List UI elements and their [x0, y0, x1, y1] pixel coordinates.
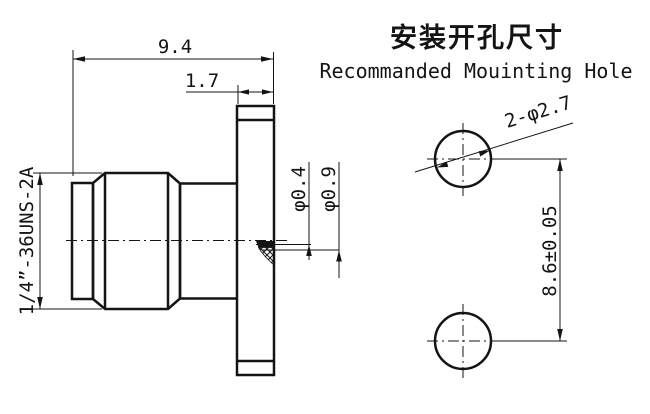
title-english: Recommanded Mouinting Hole — [319, 59, 632, 83]
flange-outline — [235, 104, 276, 377]
arrowhead — [261, 56, 273, 62]
arrowhead — [478, 150, 490, 157]
arrowhead — [262, 89, 273, 95]
seal-band-section — [256, 241, 274, 248]
arrowhead — [37, 173, 43, 185]
dim-inner-hole: φ0.4 — [288, 166, 310, 212]
dim-overall-length: 9.4 — [158, 36, 192, 58]
side-view-dimensions — [33, 50, 342, 310]
thread-spec-label: 1/4”-36UNS-2A — [16, 166, 38, 315]
mounting-hole-view — [414, 122, 574, 379]
arrowhead — [557, 329, 563, 341]
arrowhead — [238, 89, 249, 95]
seal-hatch-section — [257, 247, 275, 266]
arrowhead — [557, 159, 563, 171]
dim-hole-spacing: 8.6±0.05 — [539, 205, 561, 297]
leader-hole-callout — [414, 122, 574, 173]
connector-side-view — [70, 104, 276, 377]
arrowhead — [336, 250, 342, 262]
dim-hole-callout: 2-φ2.7 — [502, 92, 574, 133]
arrowhead — [306, 244, 312, 256]
title-chinese: 安装开孔尺寸 — [390, 23, 564, 54]
dim-flange-thickness: 1.7 — [185, 70, 219, 92]
arrowhead — [437, 161, 449, 168]
dim-outer-hole: φ0.9 — [318, 166, 340, 212]
arrowhead — [37, 297, 43, 309]
arrowhead — [73, 56, 85, 62]
